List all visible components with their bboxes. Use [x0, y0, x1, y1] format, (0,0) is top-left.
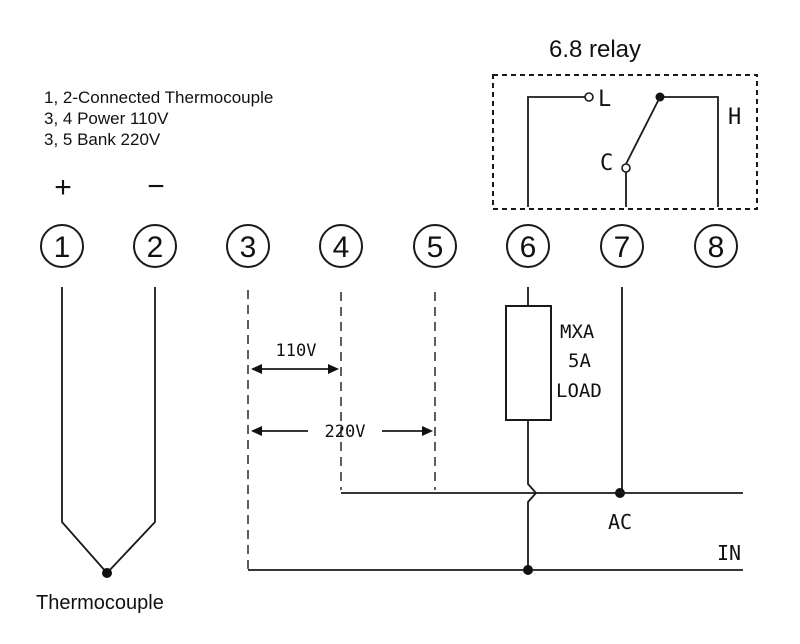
in-junction-dot: [523, 565, 533, 575]
voltage-110-arrowhead-left: [251, 364, 262, 374]
relay-label-h: H: [728, 105, 741, 130]
svg-text:1: 1: [54, 231, 71, 264]
relay-label-l: L: [598, 87, 611, 112]
relay-title: 6.8 relay: [549, 36, 641, 63]
load-wire-bottom: [527, 420, 538, 570]
thermocouple-label: Thermocouple: [36, 592, 164, 614]
thermocouple-wire: [61, 287, 156, 575]
ac-label: AC: [608, 510, 632, 534]
relay-contact-l: [584, 92, 594, 102]
relay-switch-arm: [625, 96, 661, 165]
note-line-3: 3, 5 Bank 220V: [44, 130, 161, 149]
svg-text:2: 2: [147, 231, 164, 264]
voltage-110-label: 110V: [276, 341, 317, 361]
load-label-line3: LOAD: [556, 380, 602, 402]
relay-wire-l: [527, 96, 585, 207]
load-resistor: [505, 305, 552, 421]
terminal-1: 1: [40, 224, 84, 268]
voltage-220-arrowhead-right: [422, 426, 433, 436]
terminal-6: 6: [506, 224, 550, 268]
note-line-1: 1, 2-Connected Thermocouple: [44, 88, 273, 107]
voltage-110-arrowhead-right: [328, 364, 339, 374]
relay-label-c: C: [600, 151, 613, 176]
note-line-2: 3, 4 Power 110V: [44, 109, 169, 128]
terminal-5: 5: [413, 224, 457, 268]
thermocouple-junction-dot: [102, 568, 112, 578]
svg-text:7: 7: [614, 231, 631, 264]
svg-text:6: 6: [520, 231, 537, 264]
voltage-220-arrowhead-left: [251, 426, 262, 436]
svg-text:5: 5: [427, 231, 444, 264]
minus-sign: −: [147, 170, 165, 203]
voltage-220-label: 220V: [325, 422, 366, 442]
terminal-2: 2: [133, 224, 177, 268]
relay-box: [492, 74, 758, 210]
in-label: IN: [717, 541, 741, 565]
svg-text:3: 3: [240, 231, 257, 264]
relay-contact-c: [621, 163, 631, 173]
terminal-4: 4: [319, 224, 363, 268]
relay-wire-h: [660, 96, 719, 207]
terminal-3: 3: [226, 224, 270, 268]
load-label-line2: 5A: [568, 350, 591, 372]
terminal-7: 7: [600, 224, 644, 268]
svg-text:4: 4: [333, 231, 350, 264]
terminal-8: 8: [694, 224, 738, 268]
plus-sign: +: [54, 171, 72, 204]
load-label-line1: MXA: [560, 321, 595, 343]
svg-text:8: 8: [708, 231, 725, 264]
